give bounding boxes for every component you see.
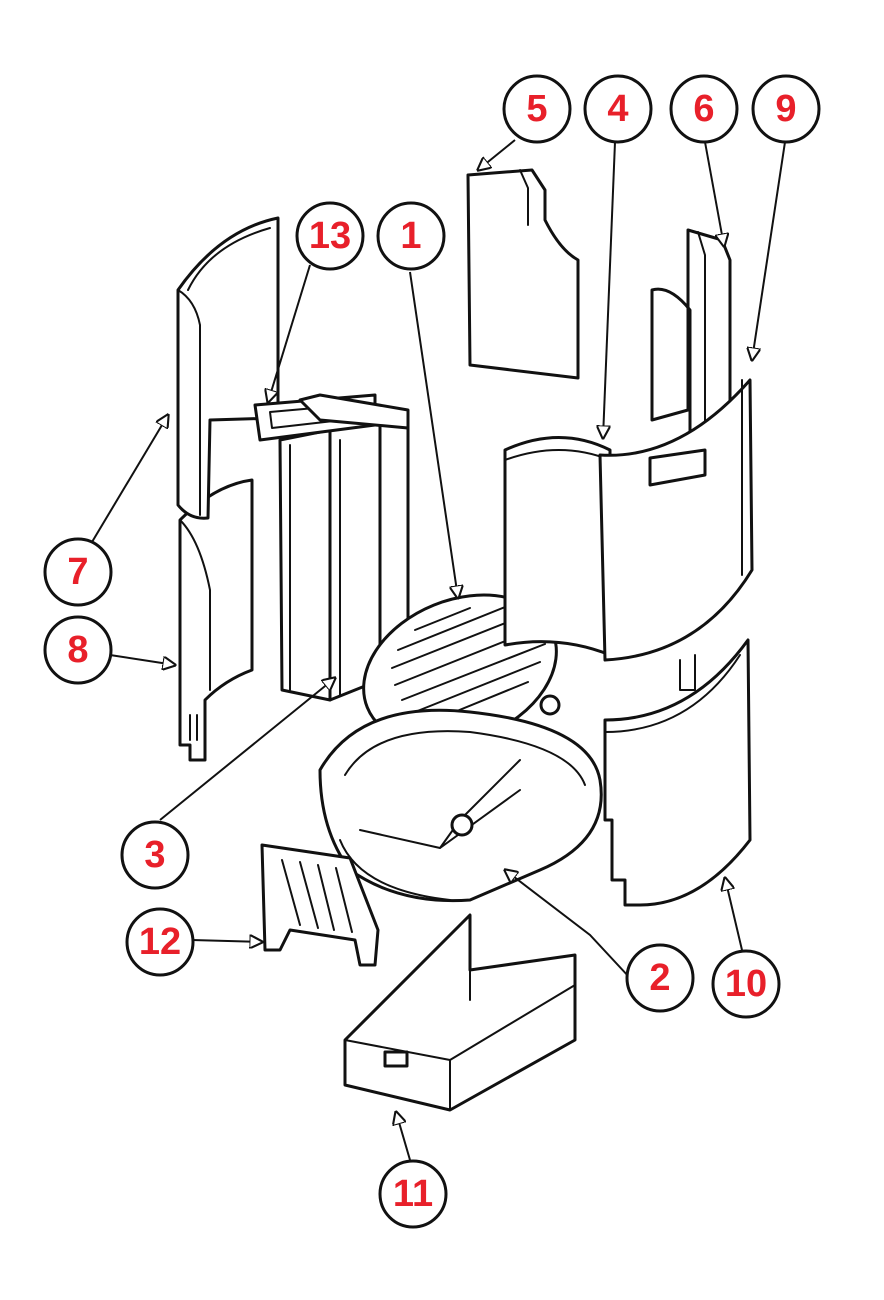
callout-13: 13 bbox=[295, 201, 365, 271]
callout-11: 11 bbox=[378, 1159, 448, 1229]
callout-12: 12 bbox=[125, 907, 195, 977]
callout-4-label: 4 bbox=[607, 88, 628, 130]
part-11-ash-pan bbox=[343, 913, 577, 1112]
part-10-lower-right-liner bbox=[603, 638, 752, 907]
leader-4 bbox=[603, 141, 616, 438]
part-3-side-brick bbox=[278, 420, 410, 702]
part-7-upper-left-liner bbox=[176, 216, 280, 520]
callout-13-label: 13 bbox=[309, 215, 351, 257]
part-9-right-liner bbox=[598, 378, 754, 662]
callout-10-label: 10 bbox=[725, 963, 767, 1005]
callout-1-label: 1 bbox=[400, 215, 421, 257]
leader-5 bbox=[478, 139, 516, 170]
leader-10 bbox=[725, 878, 743, 951]
leader-11 bbox=[396, 1112, 411, 1161]
part-6-right-top-brick bbox=[650, 228, 732, 472]
callout-4: 4 bbox=[583, 74, 653, 144]
leader-12 bbox=[191, 940, 262, 942]
callout-8: 8 bbox=[43, 615, 113, 685]
leader-6 bbox=[704, 141, 724, 246]
callout-11-label: 11 bbox=[393, 1173, 433, 1215]
callout-7-label: 7 bbox=[67, 551, 88, 593]
callout-2-label: 2 bbox=[649, 957, 670, 999]
callout-6: 6 bbox=[669, 74, 739, 144]
part-8-lower-left-liner bbox=[178, 478, 254, 762]
part-13-brick-frame bbox=[253, 393, 410, 442]
leader-lines bbox=[91, 139, 786, 1161]
leader-3 bbox=[159, 678, 335, 821]
callout-5-label: 5 bbox=[526, 88, 547, 130]
leader-1 bbox=[409, 271, 458, 598]
leader-2 bbox=[505, 870, 631, 979]
part-4-rear-liner bbox=[503, 436, 612, 657]
callout-8-label: 8 bbox=[67, 629, 88, 671]
leader-7 bbox=[91, 415, 168, 543]
callout-1: 1 bbox=[376, 201, 446, 271]
leader-9 bbox=[752, 141, 786, 360]
callout-7: 7 bbox=[43, 537, 113, 607]
callout-9: 9 bbox=[751, 74, 821, 144]
part-12-ash-grill bbox=[260, 843, 380, 967]
part-2-base-ring bbox=[318, 708, 603, 903]
leader-13 bbox=[268, 264, 311, 402]
callout-10: 10 bbox=[711, 949, 781, 1019]
callout-12-label: 12 bbox=[139, 921, 181, 963]
callout-9-label: 9 bbox=[775, 88, 796, 130]
callout-3-label: 3 bbox=[144, 834, 165, 876]
callout-3: 3 bbox=[120, 820, 190, 890]
leader-8 bbox=[109, 654, 175, 665]
callout-2: 2 bbox=[625, 943, 695, 1013]
part-5-rear-top-brick bbox=[466, 168, 580, 380]
callout-6-label: 6 bbox=[693, 88, 714, 130]
callout-5: 5 bbox=[502, 74, 572, 144]
